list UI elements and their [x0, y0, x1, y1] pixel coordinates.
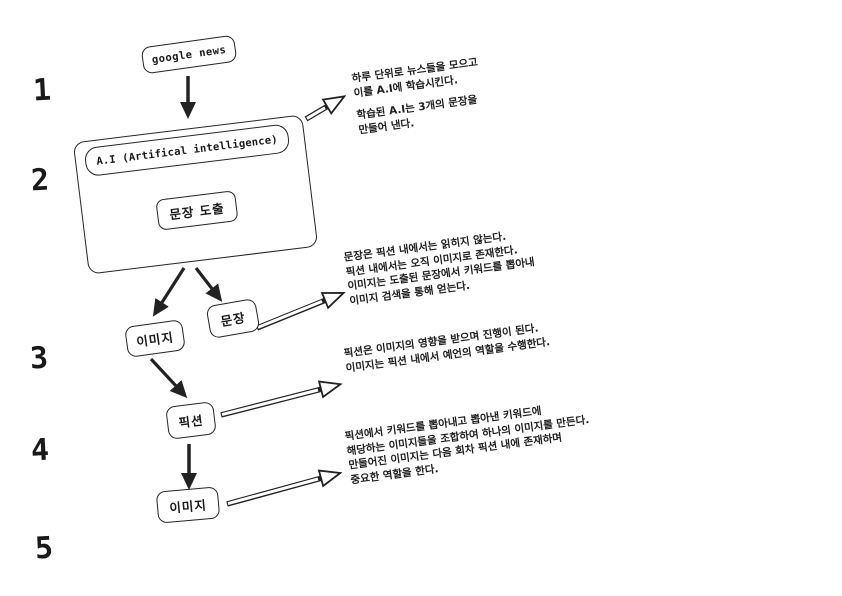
annotation-sentence-image: 문장은 픽션 내에서는 읽히지 않는다. 픽션 내에서는 오직 이미지로 존재한… — [343, 226, 537, 308]
arrow-ai-to-sentence-icon — [194, 267, 223, 302]
annotation-fiction: 픽션은 이미지의 영향을 받으며 진행이 된다. 이미지는 픽션 내에서 예언의… — [343, 320, 551, 376]
step-number-3: 3 — [29, 340, 49, 377]
callout-arrow-4-icon — [226, 478, 322, 507]
node-fiction: 픽션 — [165, 401, 217, 440]
arrow-ai-to-image-icon — [152, 267, 186, 317]
node-sentence: 문장 — [205, 297, 261, 340]
annotation-keyword-image: 픽션에서 키워드를 뽑아내고 뽑아낸 키워드에 해당하는 이미지들을 조합하여 … — [344, 398, 594, 487]
annotation-step1: 하루 단위로 뉴스들을 모으고 이를 A.I에 학습시킨다. 학습된 A.I는 … — [351, 55, 485, 137]
node-image-top: 이미지 — [124, 319, 186, 358]
node-ai-container: A.I (Artifical intelligence) 문장 도출 — [72, 114, 319, 275]
arrow-image-to-fiction-icon — [149, 357, 188, 398]
node-image-bottom: 이미지 — [155, 486, 221, 524]
node-sentence-derive: 문장 도출 — [155, 190, 239, 231]
node-google-news: google news — [140, 34, 238, 75]
step-number-1: 1 — [32, 72, 52, 109]
step-number-2: 2 — [30, 162, 50, 199]
node-ai-title: A.I (Artifical intelligence) — [83, 123, 291, 178]
callout-arrow-1-icon — [304, 106, 328, 122]
step-number-4: 4 — [30, 432, 50, 469]
step-number-5: 5 — [34, 530, 54, 567]
callout-arrow-3-icon — [220, 389, 322, 418]
callout-arrow-2-icon — [255, 300, 326, 331]
